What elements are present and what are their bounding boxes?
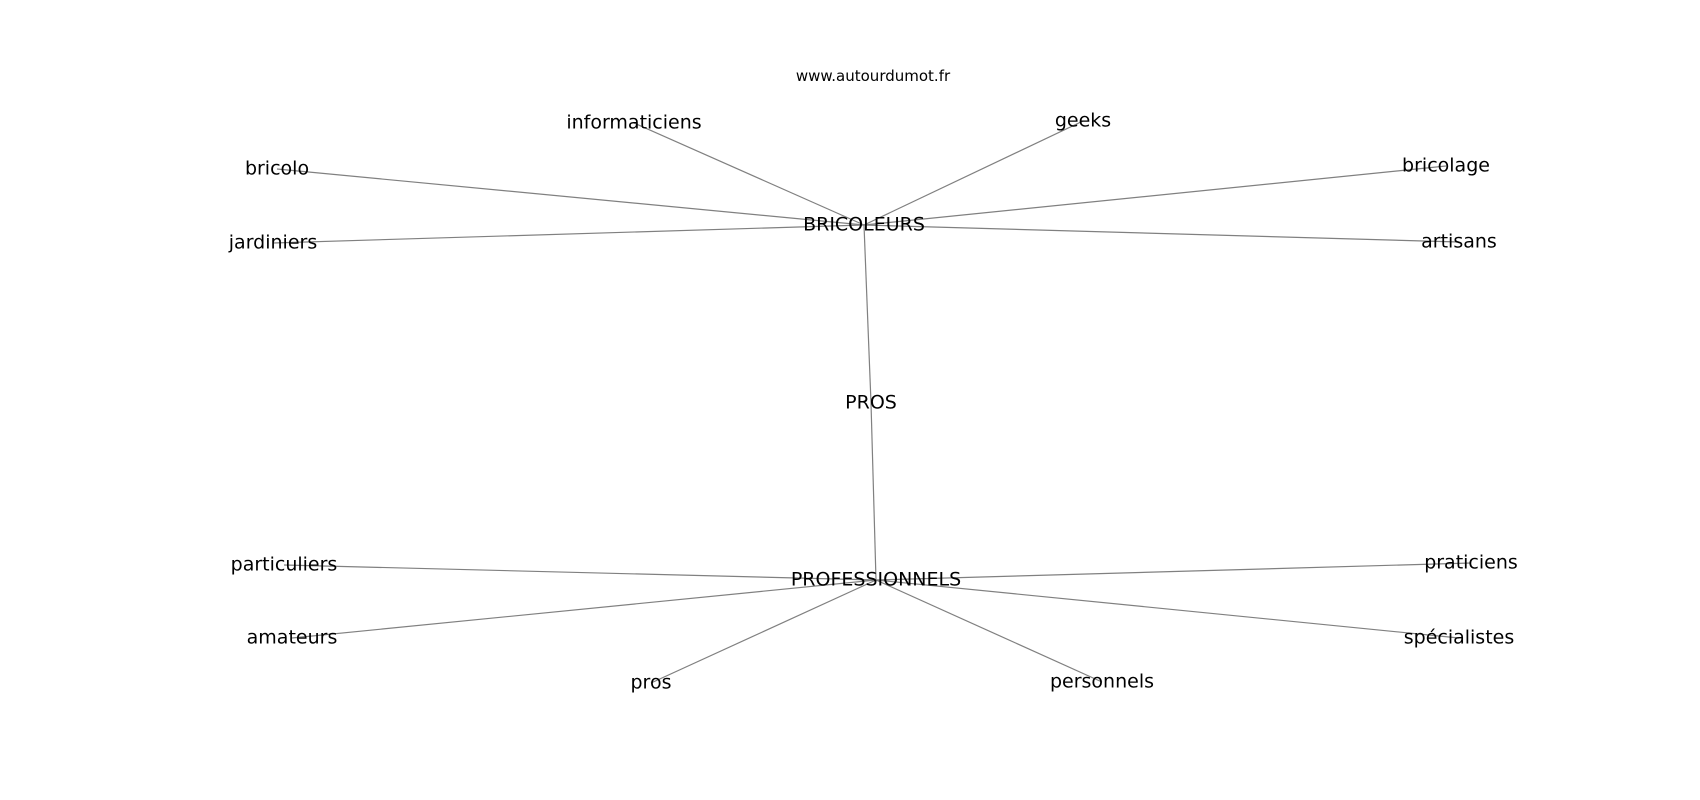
node-geeks[interactable]: geeks	[1055, 110, 1111, 132]
edge-bricoleurs-pros-hub	[863, 224, 872, 404]
edge-professionnels-amateurs	[291, 579, 877, 639]
edges-layer	[272, 120, 1472, 684]
edge-bricoleurs-informaticiens	[633, 122, 865, 226]
node-jardiniers[interactable]: jardiniers	[228, 232, 317, 254]
site-title: www.autourdumot.fr	[796, 67, 951, 85]
edge-professionnels-praticiens	[875, 562, 1472, 581]
node-pros-hub[interactable]: PROS	[845, 392, 897, 414]
node-bricolage[interactable]: bricolage	[1402, 155, 1490, 177]
edge-professionnels-specialistes	[875, 579, 1460, 639]
edge-bricoleurs-bricolo	[276, 168, 865, 226]
node-amateurs[interactable]: amateurs	[247, 627, 338, 649]
edge-professionnels-pros-leaf	[650, 579, 877, 684]
edge-bricoleurs-artisans	[863, 224, 1460, 243]
node-professionnels[interactable]: PROFESSIONNELS	[791, 569, 961, 591]
edge-professionnels-personnels	[875, 579, 1103, 683]
node-bricoleurs[interactable]: BRICOLEURS	[803, 214, 925, 236]
node-pros-leaf[interactable]: pros	[631, 672, 672, 694]
nodes-layer: BRICOLEURS PROS PROFESSIONNELS informaticie…	[228, 110, 1518, 694]
edge-bricoleurs-jardiniers	[272, 224, 865, 244]
node-praticiens[interactable]: praticiens	[1424, 552, 1518, 574]
node-artisans[interactable]: artisans	[1421, 231, 1497, 253]
node-particuliers[interactable]: particuliers	[231, 554, 338, 576]
edge-bricoleurs-geeks	[863, 120, 1084, 226]
edge-pros-hub-professionnels	[870, 402, 877, 581]
node-informaticiens[interactable]: informaticiens	[566, 112, 701, 134]
edge-professionnels-particuliers	[283, 564, 877, 581]
node-specialistes[interactable]: spécialistes	[1404, 627, 1515, 649]
node-bricolo[interactable]: bricolo	[245, 158, 309, 180]
node-personnels[interactable]: personnels	[1050, 671, 1154, 693]
edge-bricoleurs-bricolage	[863, 165, 1447, 226]
